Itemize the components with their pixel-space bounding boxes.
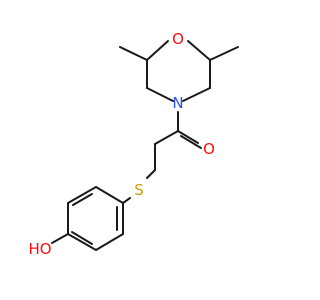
bond [187,40,211,61]
bond [95,233,124,251]
ring-oxygen: O [172,30,184,48]
bond [146,169,156,179]
atom-label: HO [28,240,51,258]
atom-label: N [172,94,183,112]
bond [154,130,179,145]
molecule-diagram: O N O S HO [28,30,239,258]
atom-label: O [203,140,215,158]
bond [51,233,69,244]
bond [180,135,202,149]
atom-label: S [134,181,144,199]
bond [209,46,239,61]
bond [146,40,169,61]
bond [119,46,148,61]
structure-svg: O N O S HO [28,30,239,258]
atom-labels: O N O S HO [28,30,214,258]
bond [71,231,93,245]
bond [67,186,97,204]
bond [95,186,124,204]
bond [146,87,174,102]
thioether-sulfur: S [134,181,144,199]
bond [67,233,97,251]
bond [182,87,211,102]
ring-nitrogen: N [172,94,183,112]
hydroxyl-group: HO [28,240,51,258]
atom-label: O [172,30,184,48]
carbonyl-oxygen: O [203,140,215,158]
bond [177,130,199,144]
bond [122,197,131,204]
bond [72,193,93,206]
bonds [51,40,239,251]
